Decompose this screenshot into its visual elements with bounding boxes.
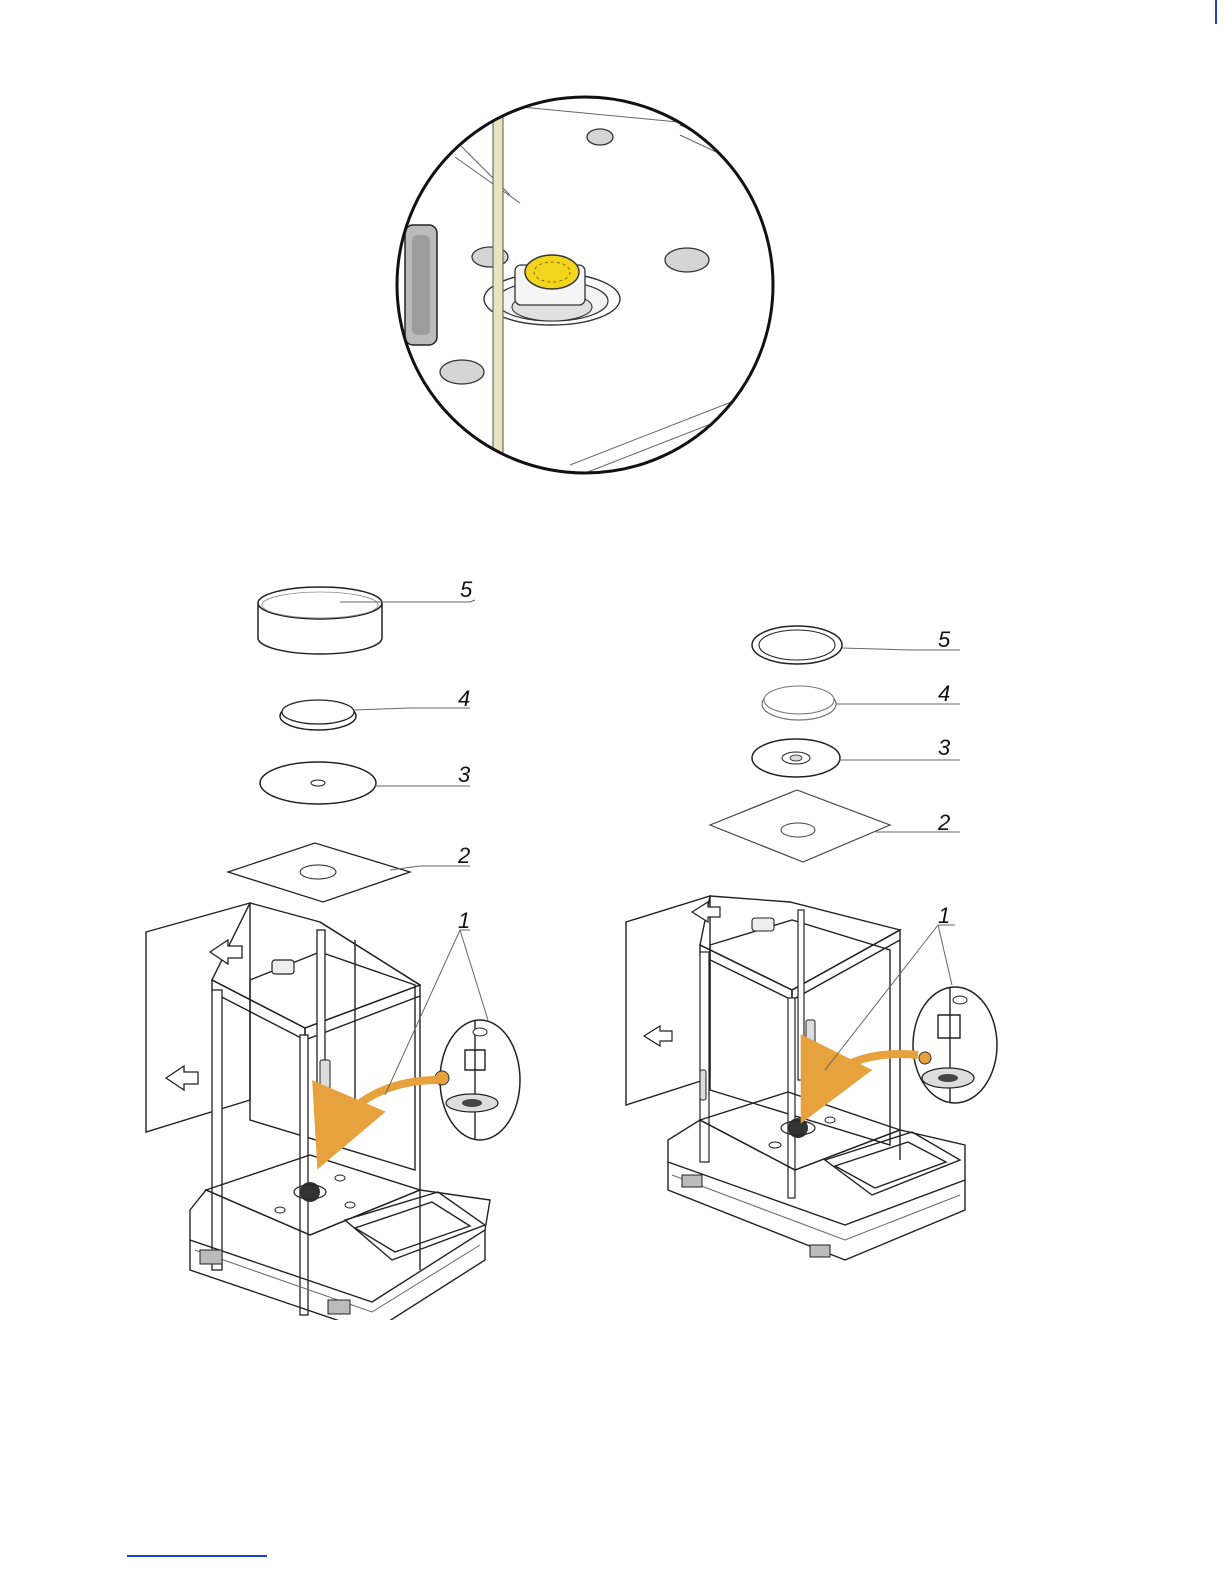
part-5-ring: [752, 626, 842, 664]
arc-arrow-icon: [815, 1054, 918, 1095]
transport-lock-knob: [525, 255, 579, 289]
arrow-left-icon: [166, 1066, 198, 1090]
callout-5: 5: [460, 580, 473, 602]
arc-arrow-icon: [330, 1080, 438, 1140]
draft-shield: [146, 903, 490, 1320]
hole: [440, 360, 484, 384]
left-balance-figure: 5 4 3 2 1: [140, 580, 540, 1320]
detail-circle-figure: [380, 85, 790, 485]
part-2-plate: [228, 843, 410, 902]
top-right-rule: [1215, 0, 1217, 24]
arrow-left-icon: [692, 902, 720, 922]
callout-3: 3: [458, 762, 471, 787]
right-balance-figure: 5 4 3 2 1: [620, 600, 1010, 1280]
part-4-pan: [280, 700, 356, 730]
arrow-left-icon: [644, 1026, 672, 1046]
hole: [665, 248, 709, 272]
part-3-disc: [260, 762, 376, 804]
callout-1: 1: [458, 908, 470, 933]
callout-5: 5: [938, 627, 951, 652]
callout-2: 2: [457, 843, 470, 868]
arrow-left-icon: [210, 940, 242, 964]
hole: [587, 129, 613, 145]
part-4-pan: [762, 686, 836, 720]
footer-link-underline: [127, 1555, 267, 1557]
inset-detail: [435, 1020, 520, 1140]
callout-4: 4: [938, 681, 950, 706]
part-2-plate: [710, 790, 890, 862]
part-5-ring: [258, 587, 382, 654]
callout-1: 1: [938, 903, 950, 928]
part-3-disc: [752, 739, 840, 777]
draft-shield: [626, 896, 965, 1260]
callout-4: 4: [458, 686, 470, 711]
inset-detail: [913, 987, 997, 1103]
callout-3: 3: [938, 735, 951, 760]
glass-pane-edge: [493, 85, 503, 485]
callout-2: 2: [937, 810, 950, 835]
